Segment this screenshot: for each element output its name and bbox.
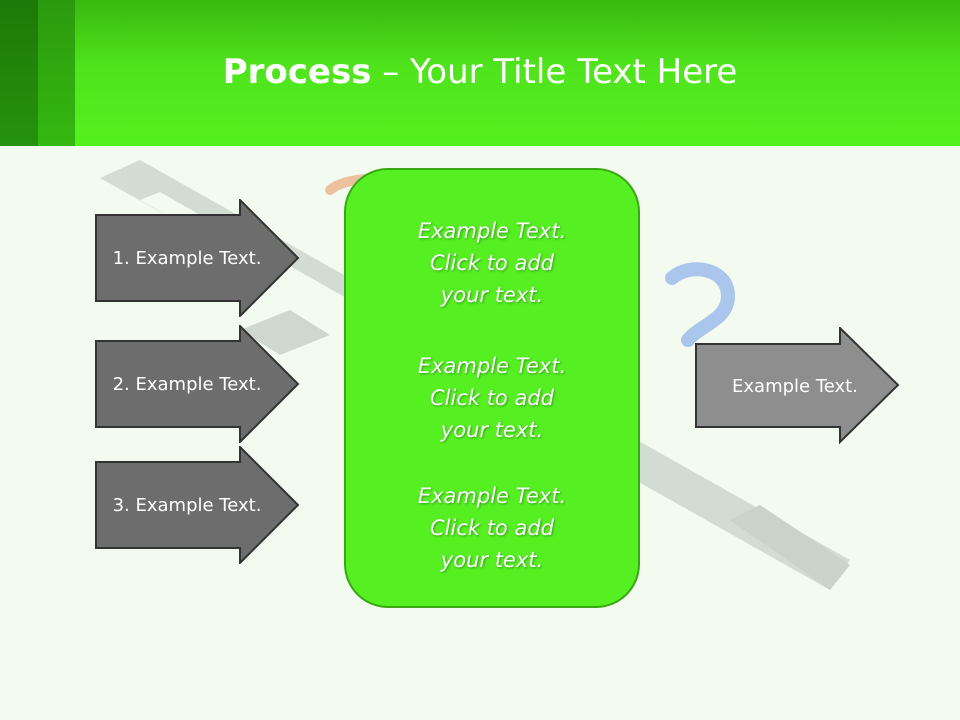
input-arrow-label: 3. Example Text.	[112, 494, 262, 516]
center-text-line: your text.	[440, 418, 544, 442]
center-text-block-3: Example Text. Click to add your text.	[346, 480, 638, 576]
ruler-end	[730, 505, 850, 590]
title-bold: Process	[222, 52, 372, 92]
center-text-line: Example Text.	[417, 219, 567, 243]
header-accent-band	[38, 0, 75, 146]
header-bar: Process – Your Title Text Here	[0, 0, 960, 146]
page-title[interactable]: Process – Your Title Text Here	[0, 52, 960, 92]
arrow-shape	[95, 325, 300, 443]
center-text-line: Click to add	[429, 251, 554, 275]
ruler-segment	[240, 310, 330, 355]
title-rest: – Your Title Text Here	[371, 52, 738, 92]
center-text-block-1: Example Text. Click to add your text.	[346, 215, 638, 311]
center-text-block-2: Example Text. Click to add your text.	[346, 350, 638, 446]
input-arrow-label: 2. Example Text.	[112, 373, 262, 395]
question-mark-icon	[665, 262, 736, 347]
input-arrow-1[interactable]: 1. Example Text.	[95, 199, 300, 317]
center-text-line: your text.	[440, 283, 544, 307]
arrow-shape	[695, 327, 900, 445]
center-text-line: Click to add	[429, 386, 554, 410]
header-accent-band	[0, 0, 38, 146]
input-arrow-3[interactable]: 3. Example Text.	[95, 446, 300, 564]
output-arrow-label: Example Text.	[732, 375, 858, 397]
center-text-line: your text.	[440, 548, 544, 572]
center-text-line: Example Text.	[417, 354, 567, 378]
input-arrow-label: 1. Example Text.	[112, 247, 262, 269]
center-text-box[interactable]: Example Text. Click to add your text. Ex…	[344, 168, 640, 608]
input-arrow-2[interactable]: 2. Example Text.	[95, 325, 300, 443]
center-text-line: Example Text.	[417, 484, 567, 508]
arrow-shape	[95, 446, 300, 564]
arrow-shape	[95, 199, 300, 317]
center-text-line: Click to add	[429, 516, 554, 540]
output-arrow[interactable]: Example Text.	[695, 327, 900, 445]
